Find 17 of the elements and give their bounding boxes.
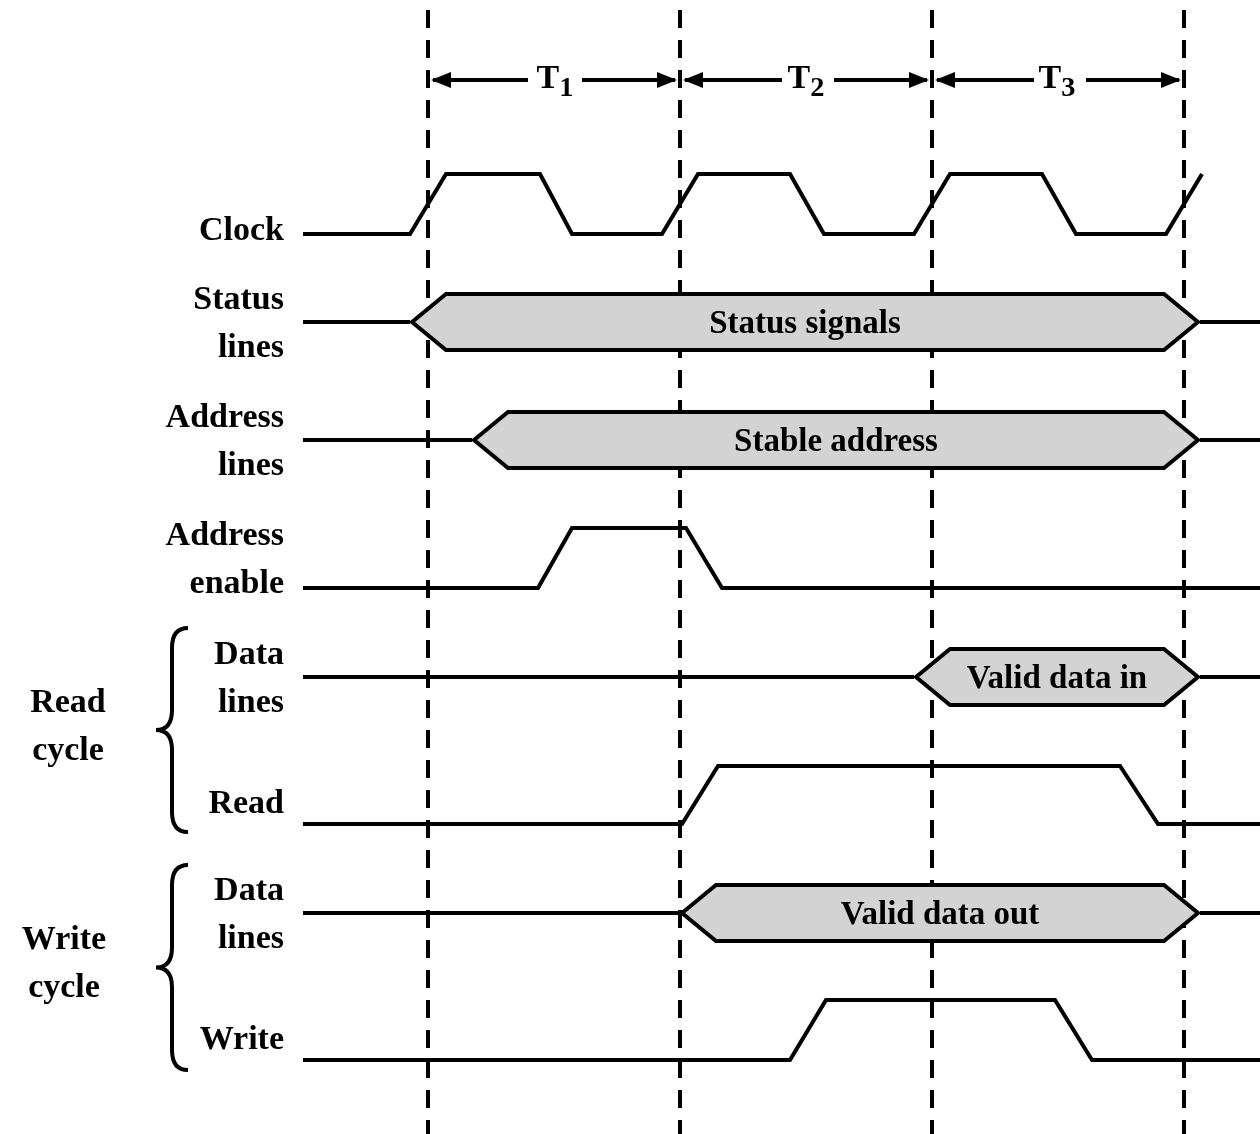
signal-label: Address enable [165,514,284,602]
signal-label: Write [199,1018,284,1058]
cycle-label: Write cycle [21,918,107,1006]
signal-label: Read [208,782,284,822]
time-interval-label: T$_{3}$ [1038,57,1076,104]
signal-label: Clock [199,209,284,249]
signal-label: Status lines [193,278,284,366]
bus-state-label: Valid data out [840,894,1040,932]
time-interval-label: T$_{2}$ [787,57,825,104]
signal-label: Data lines [214,869,284,957]
cycle-label: Read cycle [30,681,106,769]
bus-state-label: Stable address [734,421,938,459]
bus-state-label: Valid data in [966,658,1148,696]
time-interval-label: T$_{1}$ [536,57,574,104]
signal-label: Address lines [165,396,284,484]
signal-label: Data lines [214,633,284,721]
bus-state-label: Status signals [709,303,901,341]
